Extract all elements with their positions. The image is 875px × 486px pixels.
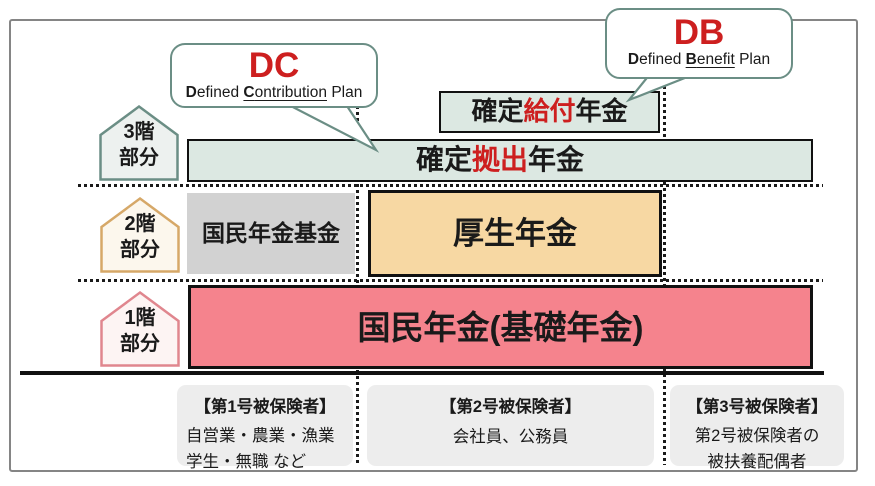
dc-acronym: DC (248, 46, 300, 85)
house-icon (100, 290, 180, 367)
insured-category-2-line: 会社員、公務員 (452, 428, 569, 446)
house-icon (100, 196, 180, 273)
insured-category-1-box: 【第1号被保険者】 自営業・農業・漁業 学生・無職 など (177, 385, 353, 471)
insured-category-2-box: 【第2号被保険者】 会社員、公務員 (367, 385, 654, 466)
insured-category-3-title: 【第3号被保険者】 (686, 398, 828, 416)
insured-category-2-title: 【第2号被保険者】 (439, 398, 582, 416)
ground-baseline (20, 371, 824, 375)
national-basic-pension-box: 国民年金(基礎年金) (188, 285, 813, 369)
floor-3-house: 3階部分 (98, 104, 180, 182)
house-icon (99, 104, 179, 181)
floor-3-label: 3階部分 (119, 121, 159, 170)
insured-category-3-line: 第2号被保険者の (694, 427, 820, 445)
floor-divider-3f-2f-dotted (78, 184, 823, 187)
floor-1-house: 1階部分 (99, 290, 181, 368)
db-expansion: Defined Benefit Plan (627, 51, 771, 68)
defined-benefit-pension-box: 確定給付年金 (439, 91, 660, 133)
floor-2-label: 2階部分 (120, 213, 160, 262)
dc-callout-bubble: DC Defined Contribution Plan (170, 43, 378, 108)
insured-category-1-line: 学生・無職 など (186, 452, 307, 471)
insured-category-1-title: 【第1号被保険者】 (194, 398, 336, 416)
insured-category-3-box: 【第3号被保険者】 第2号被保険者の 被扶養配偶者 (670, 385, 844, 471)
national-pension-fund-box: 国民年金基金 (187, 193, 355, 274)
dc-expansion: Defined Contribution Plan (185, 84, 363, 101)
db-callout-bubble: DB Defined Benefit Plan (605, 8, 793, 79)
db-acronym: DB (673, 13, 725, 52)
insured-category-3-line: 被扶養配偶者 (707, 452, 807, 471)
employees-pension-box: 厚生年金 (368, 190, 662, 277)
floor-2-house: 2階部分 (99, 196, 181, 274)
floor-divider-2f-1f-dotted (78, 279, 823, 282)
defined-contribution-pension-bar: 確定拠出年金 (187, 139, 813, 182)
floor-1-label: 1階部分 (120, 307, 160, 356)
insured-category-1-line: 自営業・農業・漁業 (186, 427, 335, 445)
column-divider-right-dotted (663, 86, 666, 465)
